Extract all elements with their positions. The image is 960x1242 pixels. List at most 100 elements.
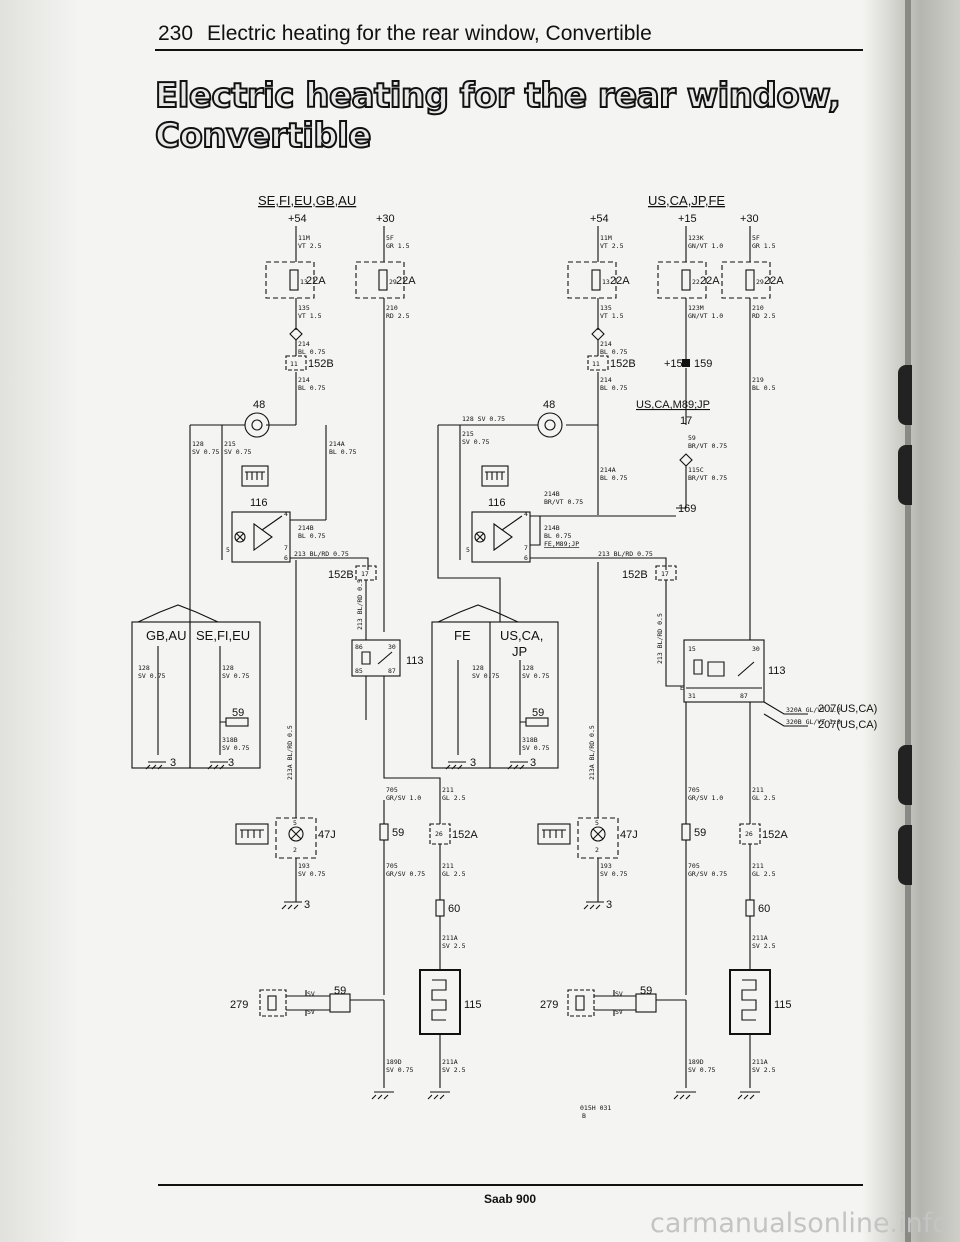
wire-label: RD 2.5 — [752, 312, 776, 320]
connector-label: 17 — [680, 415, 692, 427]
fuse-number: 13 — [602, 278, 610, 286]
wire-label: VT 1.5 — [600, 312, 624, 320]
heater-icon — [537, 823, 571, 845]
wire-label: 211 — [752, 786, 764, 794]
wire-label: 219 — [752, 376, 764, 384]
wire-label: 214A — [600, 466, 616, 474]
element-label: 115 — [464, 999, 482, 1011]
wire-label: GR/SV 0.75 — [386, 870, 425, 878]
wire-label: 214B — [544, 490, 560, 498]
wire-label: GR/SV 1.0 — [688, 794, 723, 802]
wire-label: 211 — [442, 786, 454, 794]
fuse-label: 22A — [764, 275, 784, 287]
wire-label: 128 — [522, 664, 534, 672]
wire-label: 193 — [298, 862, 310, 870]
wire-label: BL 0.75 — [600, 348, 627, 356]
connector — [681, 823, 691, 841]
wire-label: 11M — [298, 234, 310, 242]
wire-label: 213 BL/RD 0.5 — [656, 613, 664, 664]
index-tab — [898, 365, 912, 425]
connector-label: 47J — [620, 829, 638, 841]
binding-edge — [905, 0, 911, 1242]
wire — [295, 298, 385, 632]
diode-icon — [591, 327, 605, 341]
connector-pin: 26 — [745, 830, 753, 838]
wire-label: SV 0.75 — [472, 672, 499, 680]
fuse-box — [721, 261, 771, 299]
wire-label: BL 0.75 — [329, 448, 356, 456]
connector-label: 59 — [694, 827, 706, 839]
wire-label: 210 — [386, 304, 398, 312]
indicator-lamp-icon — [234, 531, 246, 543]
wire-label: 128 SV 0.75 — [462, 415, 505, 423]
element-label: 115 — [774, 999, 792, 1011]
connector-pin: 2 — [595, 846, 599, 854]
wire-label: 705 — [688, 862, 700, 870]
wire-label: 211A — [442, 1058, 458, 1066]
wire-label: BL 0.75 — [298, 348, 325, 356]
indicator-lamp-icon — [290, 828, 302, 840]
connector-label: 169 — [678, 503, 696, 515]
supply-label: +30 — [376, 213, 395, 225]
heater-icon — [245, 471, 265, 480]
wire-label: RD 2.5 — [386, 312, 410, 320]
pin-label: 7 — [284, 544, 288, 552]
wire-label: 320A GL/VT 1.0 — [786, 706, 841, 714]
wire-label: 214A — [329, 440, 345, 448]
wire-label: 215 — [462, 430, 474, 438]
footer-book-title: Saab 900 — [484, 1192, 537, 1206]
wire-label: GL 2.5 — [752, 870, 776, 878]
wire-label: 211 — [752, 862, 764, 870]
connector-label: 47J — [318, 829, 336, 841]
wire — [286, 990, 330, 1016]
wire — [365, 676, 441, 800]
relay-coil-icon — [361, 651, 393, 665]
wire-label: 214B — [544, 524, 560, 532]
wire-label: 213A BL/RD 0.5 — [286, 725, 294, 780]
wire-label: SV 0.75 — [138, 672, 165, 680]
connector-label: 60 — [758, 903, 770, 915]
fuse-box — [657, 261, 707, 299]
wire-label: GR/SV 1.0 — [386, 794, 421, 802]
wire-label: SV 0.75 — [222, 672, 249, 680]
connector — [635, 993, 657, 1013]
wire-label: 5F — [386, 234, 394, 242]
fuse-icon — [378, 269, 388, 291]
wire-label: SV 0.75 — [386, 1066, 413, 1074]
relay-pin: 86 — [355, 643, 363, 651]
wire-label: 211A — [752, 934, 768, 942]
wire-label: 211A — [752, 1058, 768, 1066]
ground-icon — [673, 1091, 696, 1100]
fuse-number: 29 — [389, 278, 397, 286]
wire-label: SV — [615, 1008, 623, 1016]
wire-label: GN/VT 1.0 — [688, 312, 723, 320]
wire — [597, 298, 751, 640]
connector-pin: 5 — [293, 819, 297, 827]
ground-label: 3 — [530, 757, 536, 769]
connector-label: 159 — [694, 358, 712, 370]
pin-label: 5 — [226, 546, 230, 554]
wire-label: 115C — [688, 466, 704, 474]
fuse-icon — [591, 269, 601, 291]
relay-pin: 85 — [355, 667, 363, 675]
diode-icon — [289, 327, 303, 341]
wire-label: SV 0.75 — [224, 448, 251, 456]
fuse-box — [355, 261, 405, 299]
pin-label: 7 — [524, 544, 528, 552]
variant-label: SE,FI,EU — [196, 628, 250, 643]
wire-label: SV 0.75 — [600, 870, 627, 878]
wire — [519, 705, 526, 755]
switch-contact-icon — [235, 515, 283, 552]
page-shadow-left — [0, 0, 80, 1242]
wire-label: GR 1.5 — [752, 242, 776, 250]
wire-label: 214 — [298, 376, 310, 384]
wire-label: 128 — [222, 664, 234, 672]
variant-brace — [137, 604, 219, 623]
right-diagram: US,CA,JP,FE +54 +15 +30 11M VT 2.5 123K … — [431, 193, 877, 1120]
wire-label: GL 2.5 — [442, 870, 466, 878]
wire-label: SV 0.75 — [462, 438, 489, 446]
ground-icon — [145, 761, 166, 770]
wire-label: 214B — [298, 524, 314, 532]
wire-label: 135 — [600, 304, 612, 312]
